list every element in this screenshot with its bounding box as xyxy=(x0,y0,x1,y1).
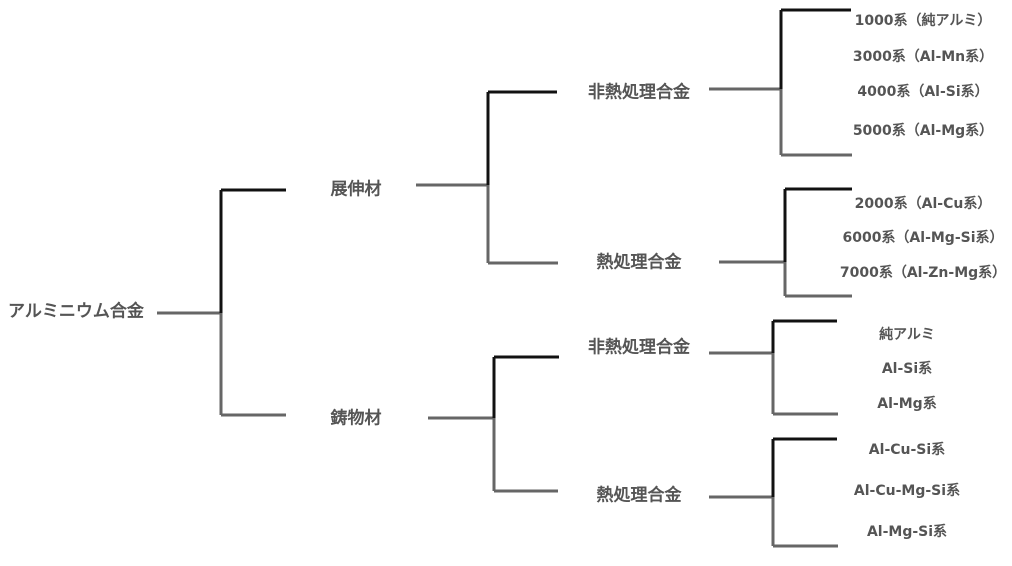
connector-cast xyxy=(428,355,559,493)
leaf-cast-pure-al: 純アルミ xyxy=(879,327,935,343)
leaf-cast-al-cu-si: Al-Cu-Si系 xyxy=(868,442,946,458)
leaf-2000-series: 2000系（Al-Cu系） xyxy=(854,196,992,212)
connector-wrought-heat xyxy=(719,187,852,298)
connector-root xyxy=(157,188,286,417)
leaf-cast-al-si: Al-Si系 xyxy=(881,361,933,377)
connector-cast-heat xyxy=(709,437,838,548)
leaf-7000-series: 7000系（Al-Zn-Mg系） xyxy=(839,265,1007,281)
leaf-6000-series: 6000系（Al-Mg-Si系） xyxy=(842,230,1004,246)
leaf-cast-al-mg-si: Al-Mg-Si系 xyxy=(866,524,948,540)
leaf-3000-series: 3000系（Al-Mn系） xyxy=(852,49,994,65)
leaf-cast-al-mg: Al-Mg系 xyxy=(877,396,937,412)
root-node: アルミニウム合金 xyxy=(8,301,144,322)
leaf-1000-series: 1000系（純アルミ） xyxy=(854,13,992,29)
connector-cast-nonheat xyxy=(709,319,838,416)
leaf-4000-series: 4000系（Al-Si系） xyxy=(857,84,989,100)
node-cast-nonheat: 非熱処理合金 xyxy=(588,337,690,358)
node-cast-heat: 熱処理合金 xyxy=(596,485,682,506)
leaf-cast-al-cu-mg-si: Al-Cu-Mg-Si系 xyxy=(853,483,961,499)
node-wrought-nonheat: 非熱処理合金 xyxy=(588,82,690,103)
node-wrought-heat: 熱処理合金 xyxy=(596,252,682,273)
connector-wrought xyxy=(416,90,558,265)
connector-wrought-nonheat xyxy=(709,8,852,157)
leaf-5000-series: 5000系（Al-Mg系） xyxy=(852,123,994,139)
node-wrought: 展伸材 xyxy=(330,179,382,200)
node-cast: 鋳物材 xyxy=(330,408,382,429)
